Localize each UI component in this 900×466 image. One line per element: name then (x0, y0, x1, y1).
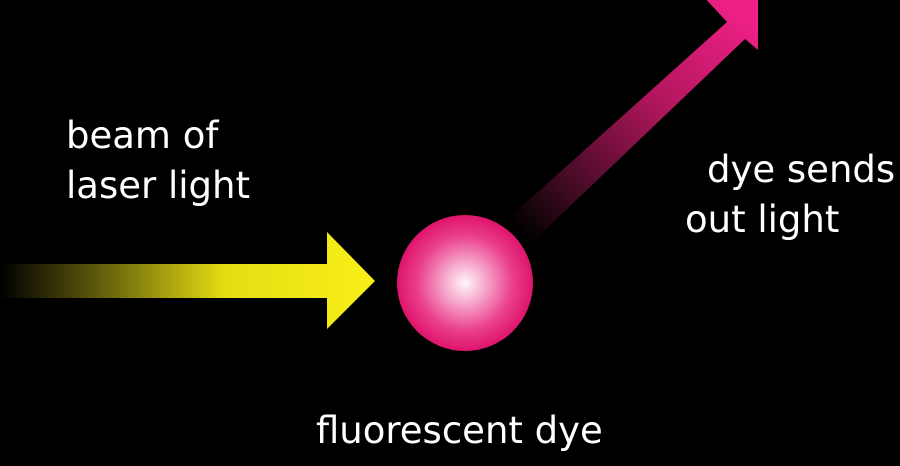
fluorescent-dye-circle (397, 215, 533, 351)
emitted-light-label: dye sends out light (685, 145, 895, 245)
fluorescent-dye-label: fluorescent dye (316, 409, 603, 452)
emitted-light-label-line2: out light (685, 198, 840, 241)
laser-beam-label: beam of laser light (66, 111, 250, 211)
emitted-light-label-line1: dye sends (707, 148, 896, 191)
laser-beam-label-line1: beam of (66, 114, 219, 157)
laser-beam-arrow (0, 232, 375, 329)
emitted-light-arrow (499, 0, 758, 252)
laser-beam-label-line2: laser light (66, 164, 250, 207)
